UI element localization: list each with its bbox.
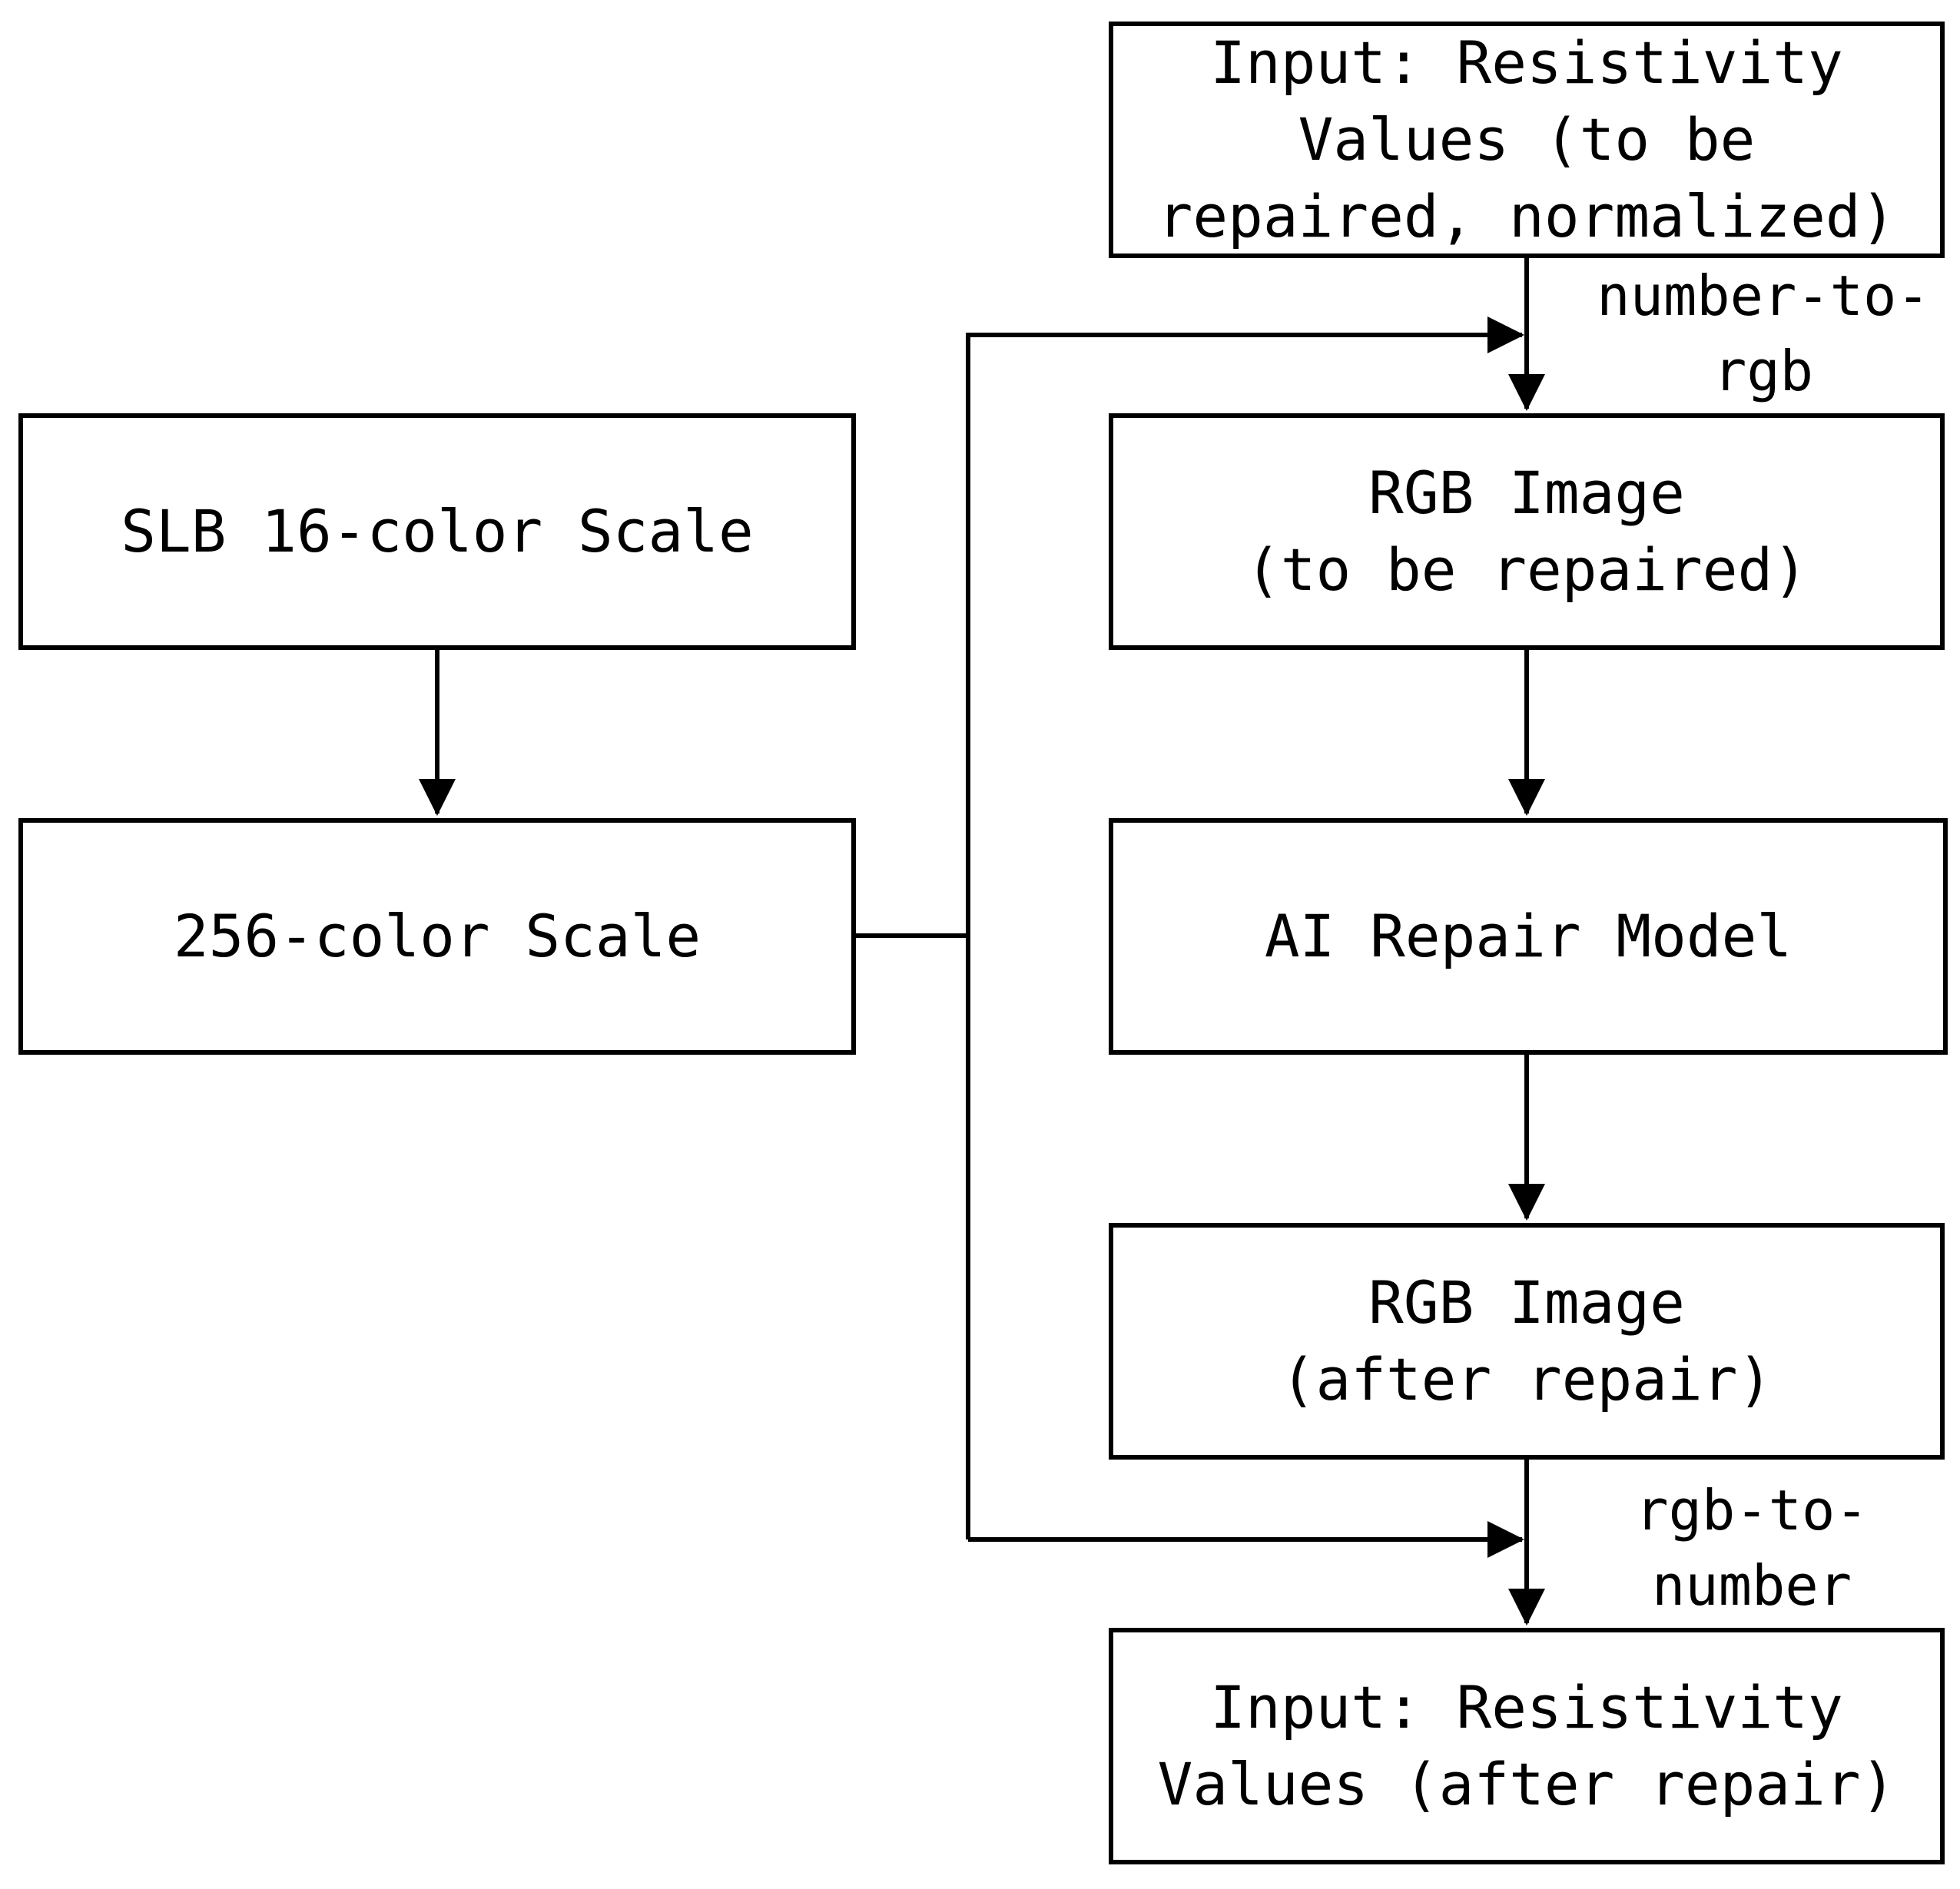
- box-line: Values (after repair): [1157, 1750, 1896, 1818]
- resistivity-after-repair-box: Input: Resistivity Values (after repair): [1109, 1628, 1945, 1864]
- box-line: Values (to be: [1298, 105, 1756, 174]
- box-line: RGB Image: [1368, 459, 1685, 527]
- box-line: SLB 16-color Scale: [121, 497, 754, 565]
- box-line: RGB Image: [1368, 1268, 1685, 1337]
- rgb-image-after-repair-box: RGB Image (after repair): [1109, 1223, 1945, 1460]
- edge-label-line: rgb: [1713, 339, 1814, 403]
- box-line: AI Repair Model: [1264, 902, 1793, 970]
- edge-label-line: number: [1651, 1553, 1852, 1618]
- ai-repair-model-box: AI Repair Model: [1109, 818, 1948, 1055]
- number-to-rgb-label: number-to- rgb: [1571, 258, 1955, 409]
- box-line: repaired, normalized): [1157, 182, 1896, 250]
- box-line: Input: Resistivity: [1210, 28, 1843, 97]
- box-line: (to be repaired): [1245, 535, 1809, 604]
- 256-color-scale-box: 256-color Scale: [18, 818, 856, 1055]
- edge-label-line: rgb-to-: [1635, 1478, 1869, 1543]
- box-line: Input: Resistivity: [1210, 1673, 1843, 1742]
- rgb-to-number-label: rgb-to- number: [1583, 1473, 1921, 1623]
- edge-label-line: number-to-: [1597, 263, 1930, 328]
- box-line: (after repair): [1280, 1345, 1773, 1413]
- input-resistivity-to-be-repaired-box: Input: Resistivity Values (to be repaire…: [1109, 22, 1945, 258]
- box-line: 256-color Scale: [173, 902, 701, 970]
- rgb-image-to-be-repaired-box: RGB Image (to be repaired): [1109, 413, 1945, 650]
- slb-16-color-scale-box: SLB 16-color Scale: [18, 413, 856, 650]
